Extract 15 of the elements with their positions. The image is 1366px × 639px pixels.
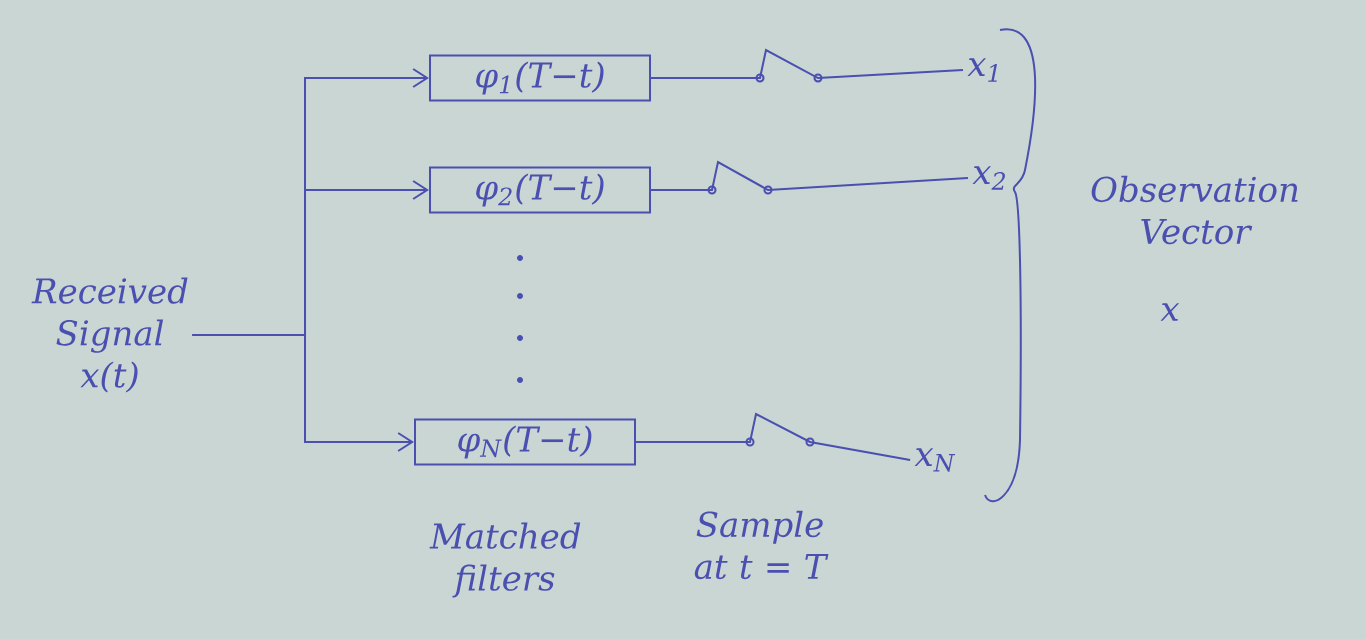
switch-line — [650, 160, 969, 191]
text-label: Sample at t = T — [694, 510, 829, 580]
switch-line — [635, 412, 912, 461]
filter-box: φ$_{1}$(T−t) — [429, 54, 651, 102]
signal-label: Received Signal x(t) — [31, 277, 188, 393]
output-label: x$_{N}$ — [914, 448, 956, 472]
text-label: Matched filters — [429, 522, 581, 598]
filter-box: φ$_{N}$(T−t) — [414, 418, 636, 466]
text-label: x — [1160, 303, 1180, 321]
text-label: Observation Vector — [1091, 175, 1298, 245]
filter-box: φ$_{2}$(T−t) — [429, 166, 651, 214]
output-label: x$_{1}$ — [967, 58, 997, 82]
switch-line — [650, 48, 964, 80]
output-label: x$_{2}$ — [972, 166, 1005, 190]
arrow — [191, 334, 414, 452]
